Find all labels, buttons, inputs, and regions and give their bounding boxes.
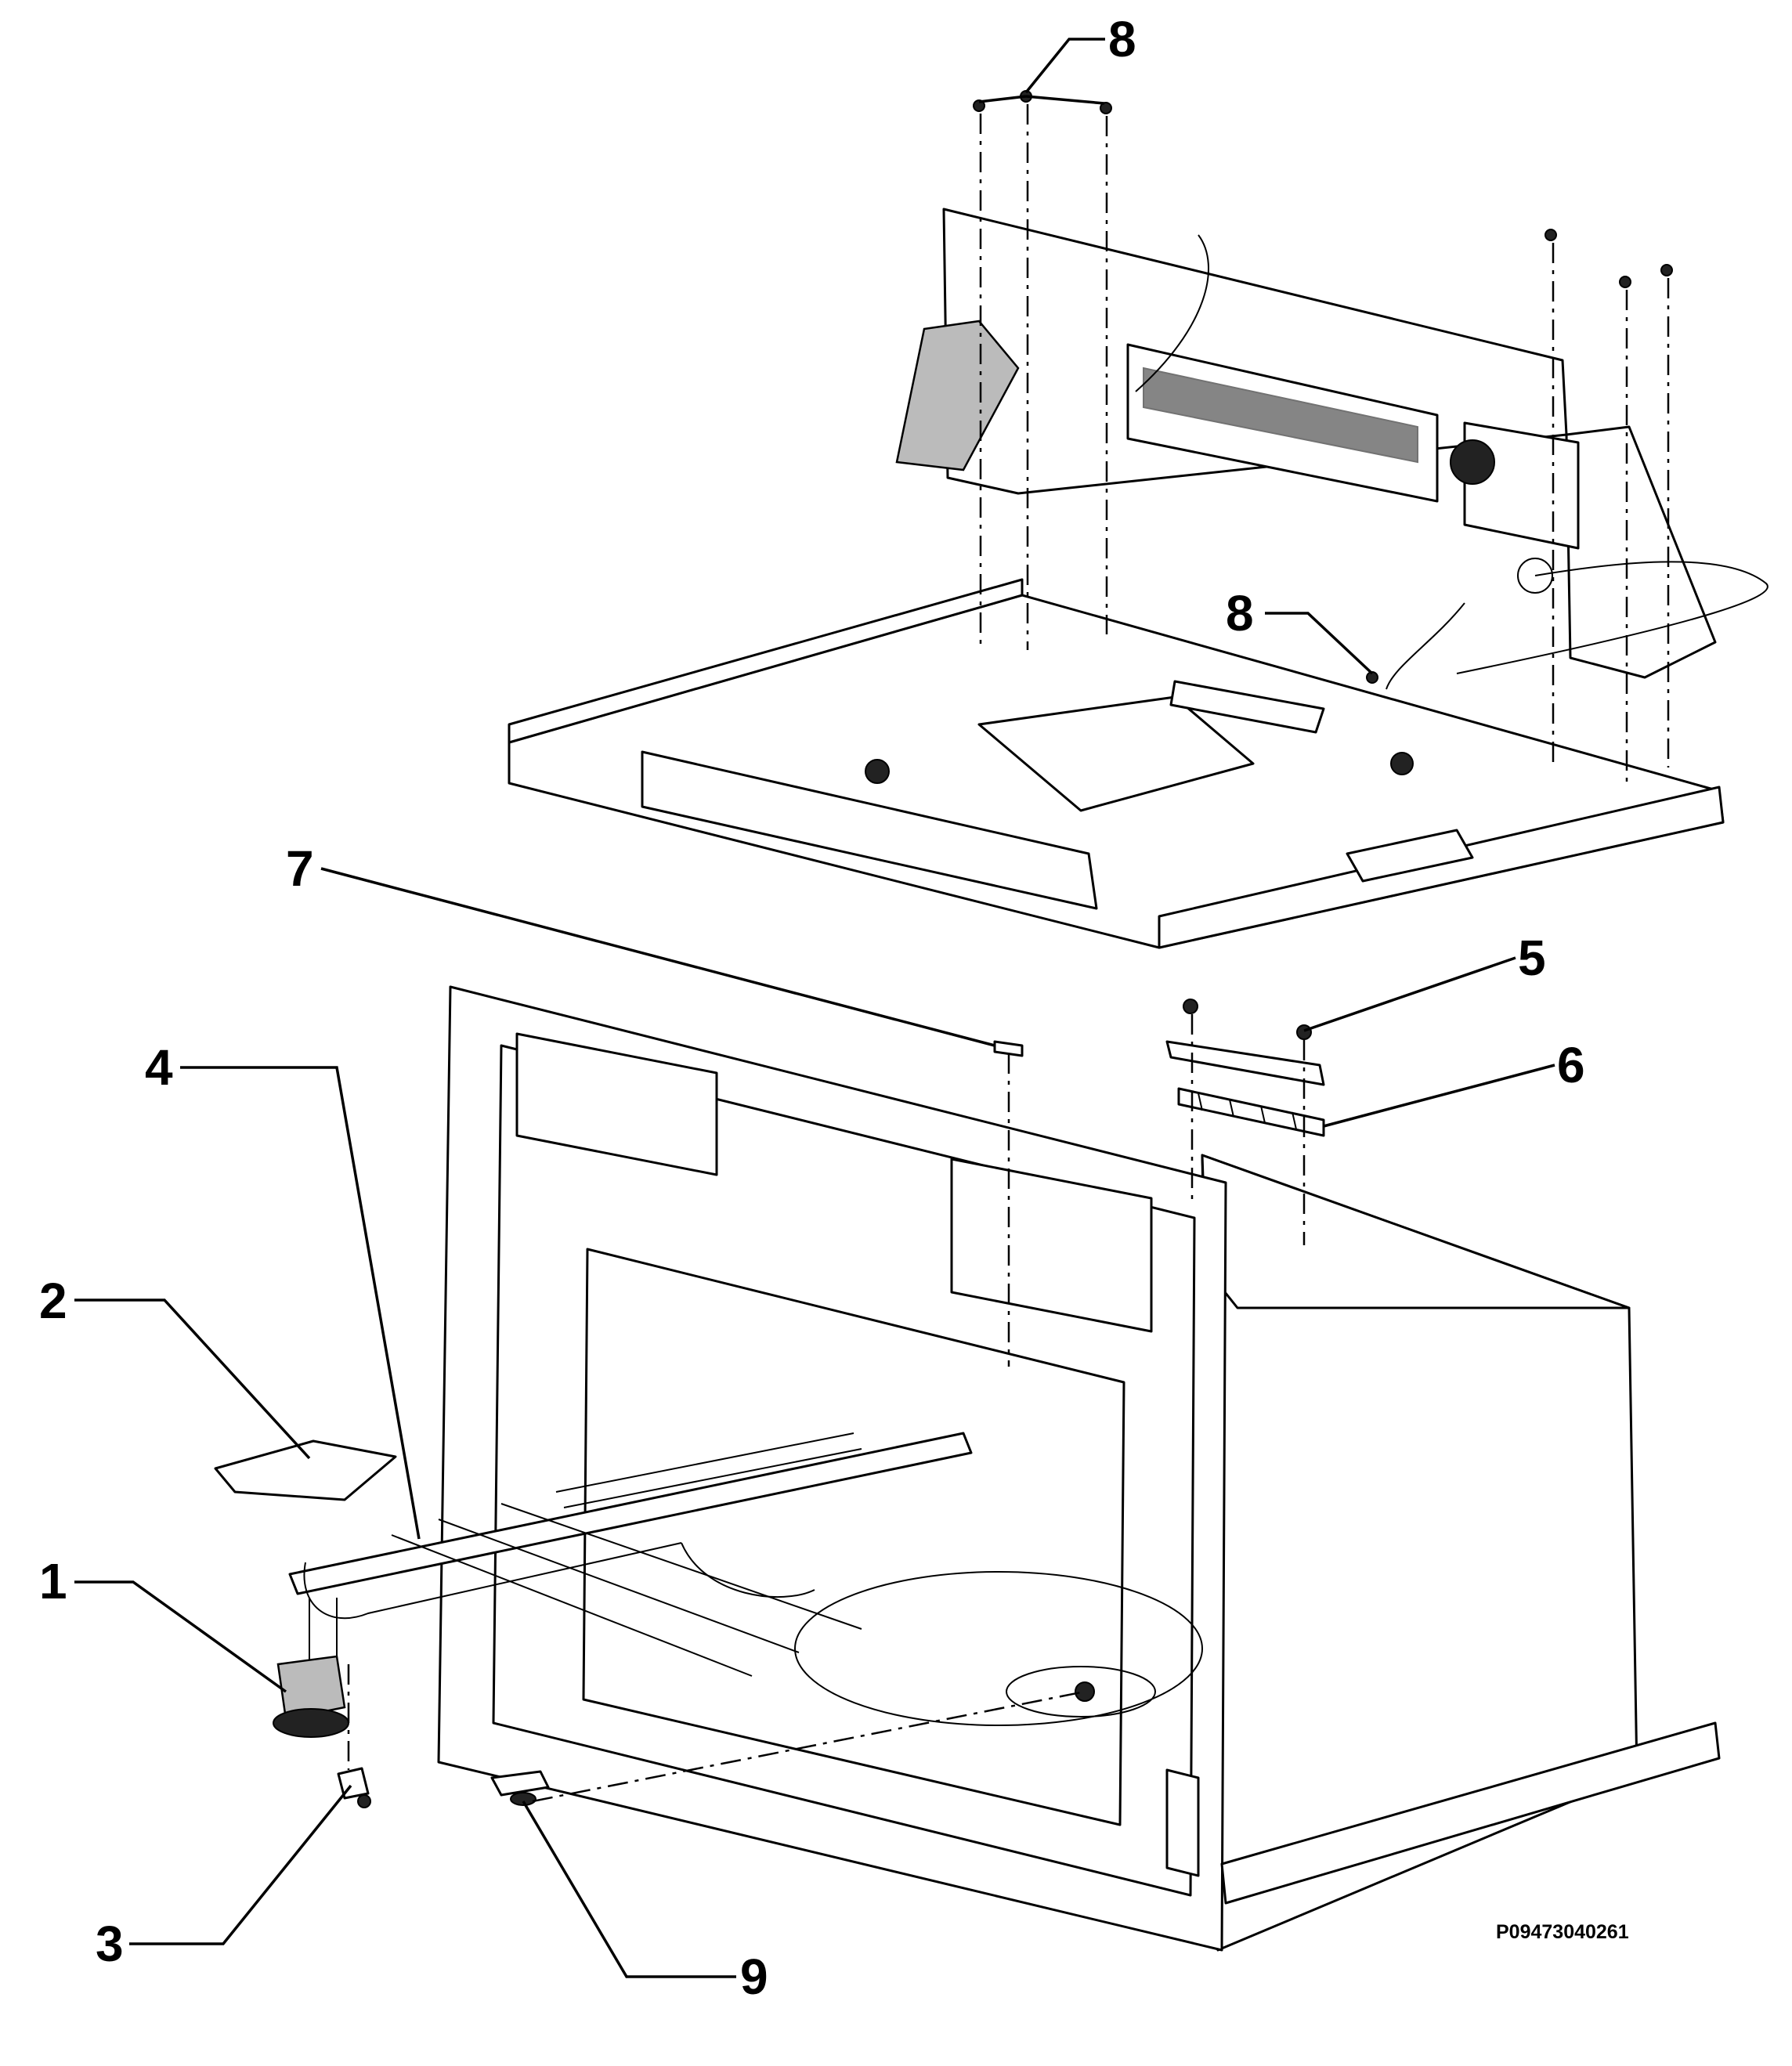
top-base-tray	[508, 578, 1725, 949]
callout-1: 1	[39, 1553, 67, 1609]
callout-6: 6	[1557, 1037, 1585, 1093]
oven-cavity	[437, 985, 1721, 1952]
clip-part-3	[337, 1767, 371, 1808]
callout-8-top: 8	[1108, 11, 1136, 67]
drawing-code: P09473040261	[1496, 1921, 1629, 1943]
callout-9: 9	[740, 1949, 768, 2005]
callout-7: 7	[286, 840, 314, 897]
fixing-part-5	[1165, 999, 1325, 1086]
leader-lines	[74, 38, 1555, 1978]
bracket-part-6	[1177, 1087, 1325, 1137]
clip-part-7	[993, 1040, 1024, 1057]
callout-2: 2	[39, 1273, 67, 1329]
callout-4: 4	[145, 1039, 173, 1096]
turntable-coupler-part-9	[490, 1770, 550, 1806]
control-back-panel	[895, 208, 1769, 690]
callout-3: 3	[96, 1916, 124, 1972]
callout-labels: 1 2 3 4 5 6 7 8 8 9	[39, 11, 1585, 2005]
thermostat-part-1	[273, 1598, 349, 1738]
cover-plate-part-2	[214, 1439, 397, 1501]
grill-heating-element	[288, 1432, 973, 1677]
callout-5: 5	[1518, 930, 1546, 986]
callout-8-middle: 8	[1226, 585, 1254, 641]
assembly-axes	[347, 104, 1670, 1803]
